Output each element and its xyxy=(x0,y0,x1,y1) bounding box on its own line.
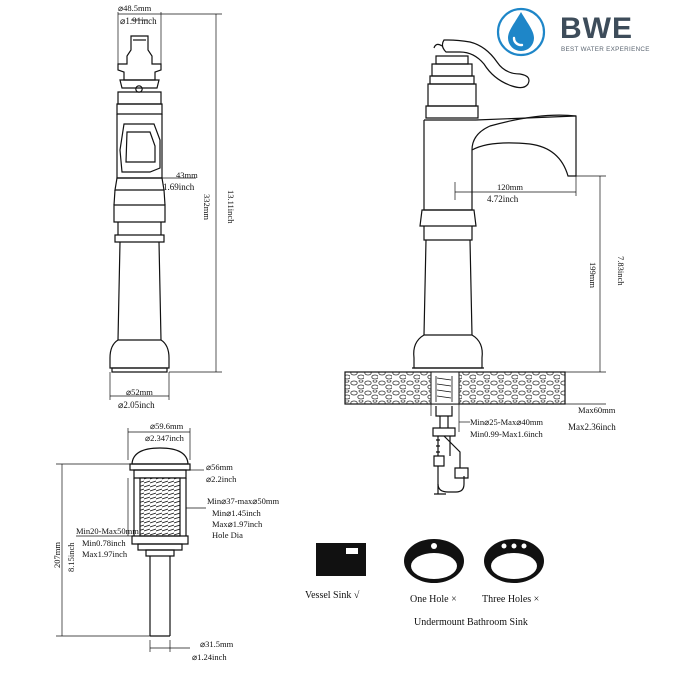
one-hole-sink-icon xyxy=(404,539,464,583)
deck-thickness-in: Max2.36inch xyxy=(568,422,616,432)
top-diameter-mm: ⌀48.5mm xyxy=(118,3,152,13)
one-hole-label: One Hole × xyxy=(410,594,457,605)
tail-diameter-mm: ⌀31.5mm xyxy=(200,639,234,649)
cap-diameter-mm: ⌀59.6mm xyxy=(150,421,184,431)
pop-up-drain xyxy=(129,447,191,637)
vessel-sink-icon xyxy=(316,543,366,576)
brand-tagline: BEST WATER EXPERIENCE xyxy=(561,46,650,53)
reach-in: 4.72inch xyxy=(487,194,519,204)
deck-hole-mm: Min⌀25-Max⌀40mm xyxy=(470,417,544,427)
faucet-front-view xyxy=(412,39,577,495)
tail-diameter-in: ⌀1.24inch xyxy=(192,652,227,662)
hole-dia-min-in: Min⌀1.45inch xyxy=(212,508,261,518)
water-drop-icon xyxy=(496,7,546,57)
drain-dimension-lines xyxy=(56,428,206,652)
flange-diameter-in: ⌀2.2inch xyxy=(206,474,237,484)
brand-name: BWE xyxy=(560,12,633,45)
cap-diameter-in: ⌀2.347inch xyxy=(145,433,184,443)
hole-dia-label: Hole Dia xyxy=(212,530,243,540)
total-height-in: 8.15inch xyxy=(66,542,76,572)
three-holes-label: Three Holes × xyxy=(482,594,540,605)
top-diameter-in: ⌀1.91inch xyxy=(120,16,157,26)
undermount-caption: Undermount Bathroom Sink xyxy=(414,617,528,628)
height-mm: 332mm xyxy=(202,194,212,220)
thread-length-max-in: Max1.97inch xyxy=(82,549,128,559)
base-diameter-in: ⌀2.05inch xyxy=(118,400,155,410)
thread-length-min-in: Min0.78inch xyxy=(82,538,126,548)
hole-dia-max-in: Max⌀1.97inch xyxy=(212,519,263,529)
spout-height-in: 7.83inch xyxy=(616,256,626,286)
vessel-sink-label: Vessel Sink √ xyxy=(305,590,360,601)
deck-hole-in: Min0.99-Max1.6inch xyxy=(470,429,543,439)
total-height-mm: 207mm xyxy=(52,542,62,568)
base-diameter-mm: ⌀52mm xyxy=(126,387,153,397)
deck-thickness-mm: Max60mm xyxy=(578,405,616,415)
reach-mm: 120mm xyxy=(497,182,523,192)
handle-depth-in: 1.69inch xyxy=(163,182,195,192)
hole-dia-mm: Min⌀37-max⌀50mm xyxy=(207,496,280,506)
side-view-dimension-lines xyxy=(109,12,222,400)
handle-depth-mm: 43mm xyxy=(176,170,198,180)
faucet-side-view xyxy=(109,35,170,373)
front-view-dimension-lines xyxy=(430,175,606,432)
height-in: 13.11inch xyxy=(226,190,236,224)
spout-height-mm: 199mm xyxy=(588,262,598,288)
flange-diameter-mm: ⌀56mm xyxy=(206,462,233,472)
three-holes-sink-icon xyxy=(484,539,544,583)
thread-length-mm: Min20-Max50mm xyxy=(76,526,139,536)
